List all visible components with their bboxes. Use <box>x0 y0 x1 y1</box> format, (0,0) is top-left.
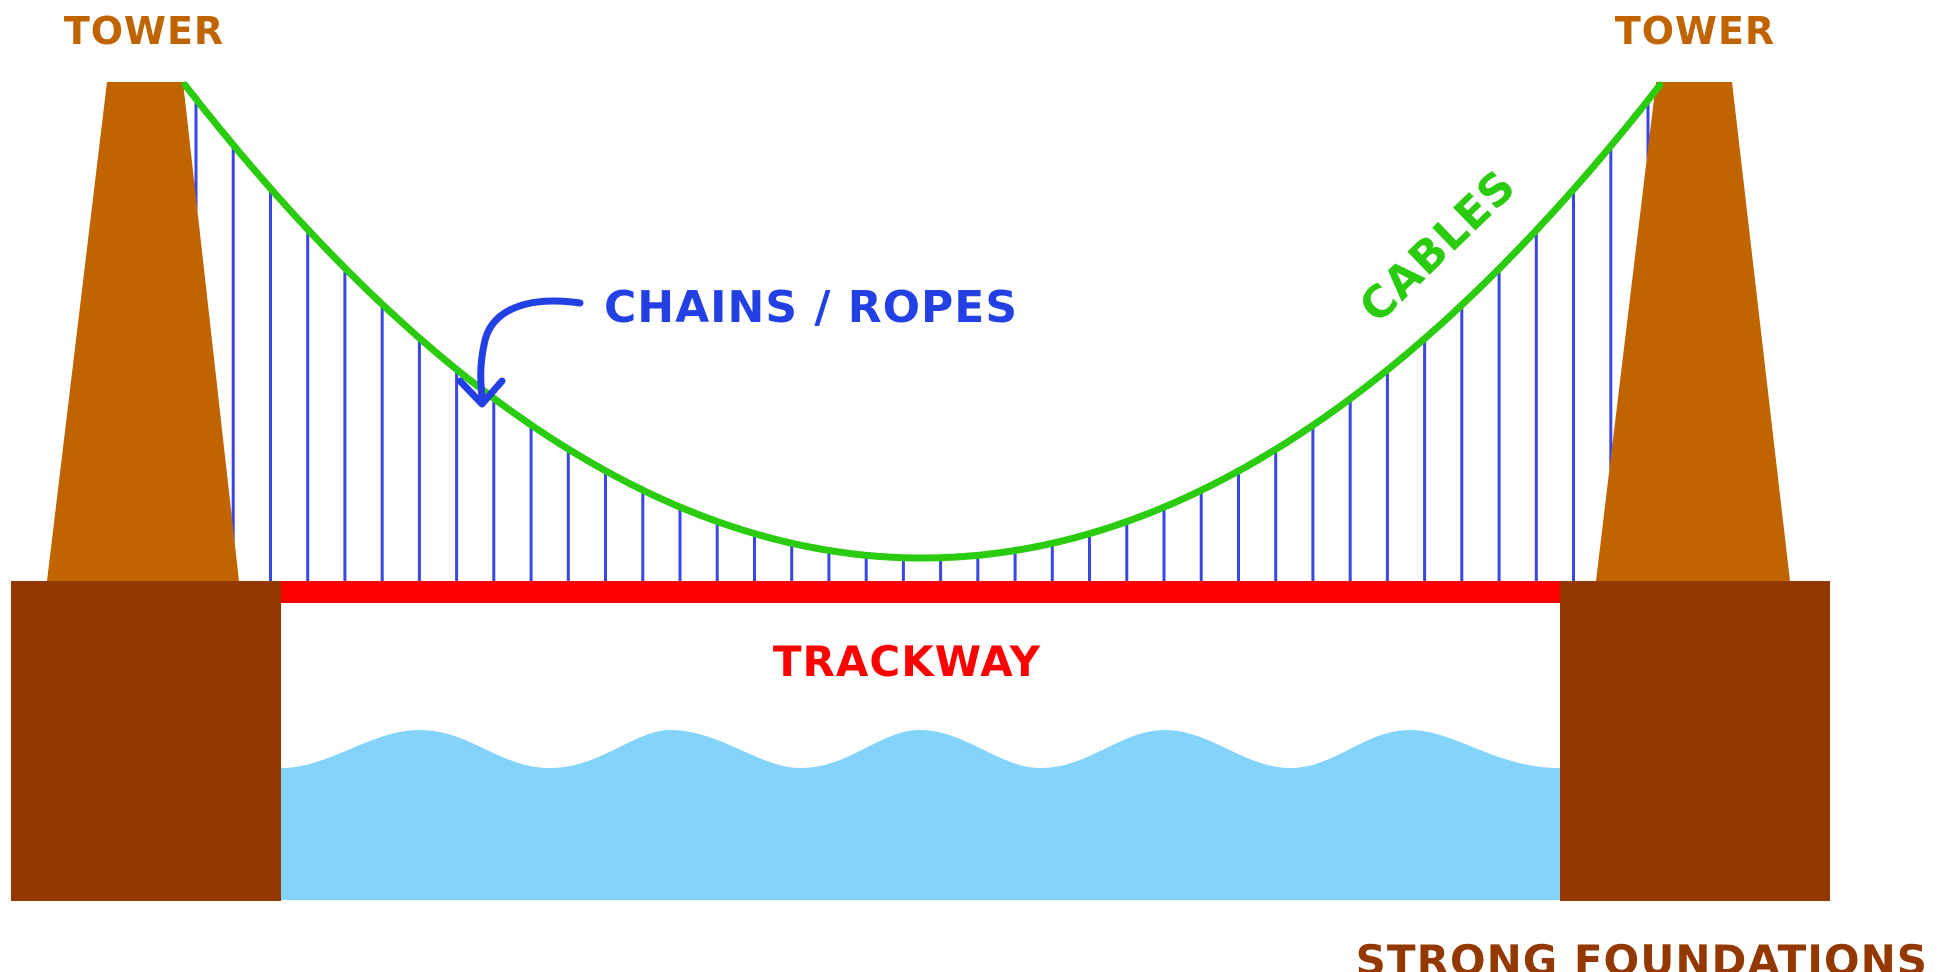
river-water <box>281 730 1560 900</box>
trackway-deck <box>281 581 1560 603</box>
right-tower <box>1596 82 1790 581</box>
chains-pointer-arrow <box>477 297 584 402</box>
left-foundation <box>11 581 281 901</box>
trackway-label: TRACKWAY <box>773 637 1041 686</box>
tower-right-label: TOWER <box>1615 9 1775 53</box>
chains-label: CHAINS / ROPES <box>604 282 1018 333</box>
main-cable <box>181 81 1664 562</box>
strong-foundations-label: STRONG FOUNDATIONS <box>1356 936 1928 972</box>
left-tower <box>47 82 239 581</box>
tower-left-label: TOWER <box>64 9 224 53</box>
chains-arrowhead <box>456 377 506 408</box>
hanger-chains <box>194 99 1650 581</box>
right-foundation <box>1560 581 1830 901</box>
